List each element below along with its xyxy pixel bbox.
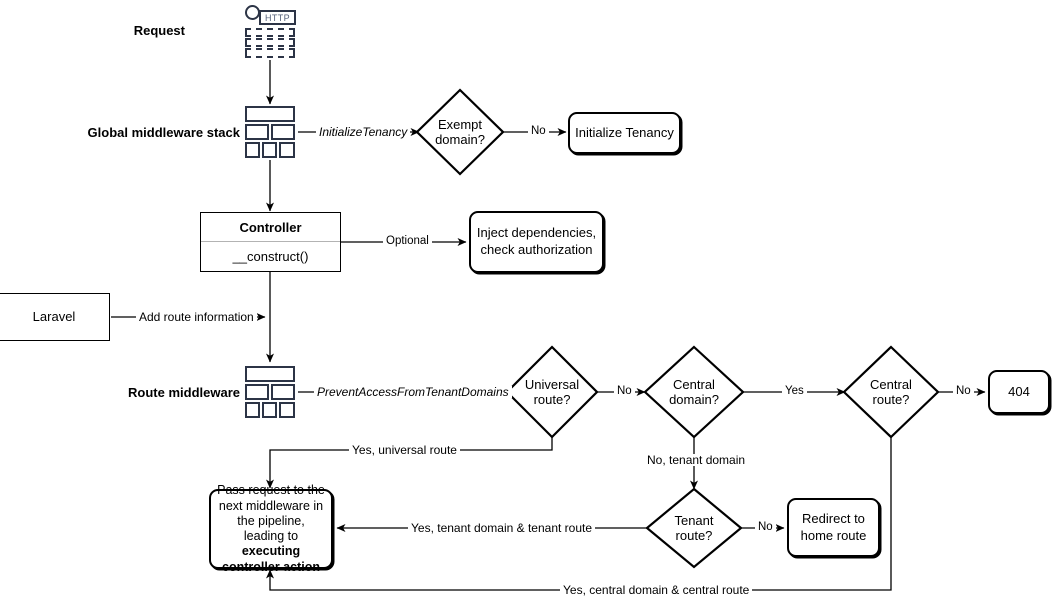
node-exempt-domain[interactable]: Exempt domain? xyxy=(417,90,503,174)
initialize-tenancy-label: Initialize Tenancy xyxy=(575,124,674,140)
pass-request-text-bold: executing controller action xyxy=(222,544,320,574)
caption-route-middleware: Route middleware xyxy=(128,385,240,400)
http-request-icon: HTTP xyxy=(245,4,297,58)
stack-brick-mid-1 xyxy=(245,124,269,140)
controller-title: Controller xyxy=(201,213,340,242)
edge-label-yes-universal-route: Yes, universal route xyxy=(349,444,460,456)
diamond-tenant-route xyxy=(645,487,743,569)
redirect-home-label: Redirect to home route xyxy=(800,510,867,543)
caption-global-middleware-stack: Global middleware stack xyxy=(87,125,240,140)
edge-label-prevent-access: PreventAccessFromTenantDomains xyxy=(314,386,512,398)
node-universal-route[interactable]: Universal route? xyxy=(507,350,597,434)
route-stack-brick-top xyxy=(245,366,295,382)
universal-route-label: Universal route? xyxy=(524,376,580,407)
http-icon-row-2 xyxy=(245,38,295,47)
central-route-label: Central route? xyxy=(870,376,912,407)
global-middleware-stack-icon xyxy=(245,106,297,158)
laravel-label: Laravel xyxy=(32,308,76,324)
node-inject-dependencies[interactable]: Inject dependencies, check authorization xyxy=(469,211,604,273)
node-central-domain[interactable]: Central domain? xyxy=(645,350,743,434)
stack-brick-bot-1 xyxy=(245,142,260,158)
node-tenant-route[interactable]: Tenant route? xyxy=(647,490,741,566)
stack-brick-mid-2 xyxy=(271,124,295,140)
http-icon-circle xyxy=(245,5,260,20)
node-central-route[interactable]: Central route? xyxy=(844,350,938,434)
route-stack-brick-bot-2 xyxy=(262,402,277,418)
edge-label-yes-central-domain-central-route: Yes, central domain & central route xyxy=(560,584,753,596)
stack-brick-top xyxy=(245,106,295,122)
edge-label-central-route-no: No xyxy=(953,385,974,398)
route-stack-brick-bot-1 xyxy=(245,402,260,418)
edge-label-initialize-tenancy: InitializeTenancy xyxy=(316,126,411,138)
edge-label-no-tenant-domain: No, tenant domain xyxy=(644,454,749,466)
edge-label-exempt-no: No xyxy=(528,125,549,138)
not-found-label: 404 xyxy=(1008,383,1030,399)
diamond-universal-route xyxy=(505,345,599,439)
node-initialize-tenancy[interactable]: Initialize Tenancy xyxy=(568,112,681,154)
inject-dependencies-label: Inject dependencies, check authorization xyxy=(476,225,597,257)
stack-brick-bot-2 xyxy=(262,142,277,158)
node-pass-request[interactable]: Pass request to the next middleware in t… xyxy=(209,483,333,574)
http-icon-row-1 xyxy=(245,28,295,37)
edge-label-optional: Optional xyxy=(383,235,432,248)
edge-label-central-domain-yes: Yes xyxy=(782,385,807,398)
edge-label-universal-no: No xyxy=(614,385,635,398)
http-icon-label: HTTP xyxy=(259,10,296,25)
route-stack-brick-bot-3 xyxy=(279,402,295,418)
node-redirect-home[interactable]: Redirect to home route xyxy=(787,498,880,557)
edge-label-yes-tenant-domain-tenant-route: Yes, tenant domain & tenant route xyxy=(408,522,596,534)
diamond-exempt-domain xyxy=(415,88,505,176)
pass-request-text-normal: Pass request to the next middleware in t… xyxy=(217,483,325,543)
edge-label-tenant-route-no: No xyxy=(755,521,776,534)
stack-brick-bot-3 xyxy=(279,142,295,158)
node-laravel[interactable]: Laravel xyxy=(0,293,110,341)
controller-method: __construct() xyxy=(232,249,309,264)
diamond-central-route xyxy=(842,345,940,439)
http-icon-row-3 xyxy=(245,48,295,58)
exempt-domain-label: Exempt domain? xyxy=(435,116,485,147)
diamond-central-domain xyxy=(643,345,745,439)
caption-request: Request xyxy=(133,23,185,38)
route-stack-brick-mid-2 xyxy=(271,384,295,400)
node-controller[interactable]: Controller __construct() xyxy=(200,212,341,272)
node-404[interactable]: 404 xyxy=(988,370,1050,414)
route-middleware-stack-icon xyxy=(245,366,297,418)
route-stack-brick-mid-1 xyxy=(245,384,269,400)
central-domain-label: Central domain? xyxy=(669,376,719,407)
tenant-route-label: Tenant route? xyxy=(674,512,714,543)
edge-label-add-route-information: Add route information xyxy=(136,311,257,323)
